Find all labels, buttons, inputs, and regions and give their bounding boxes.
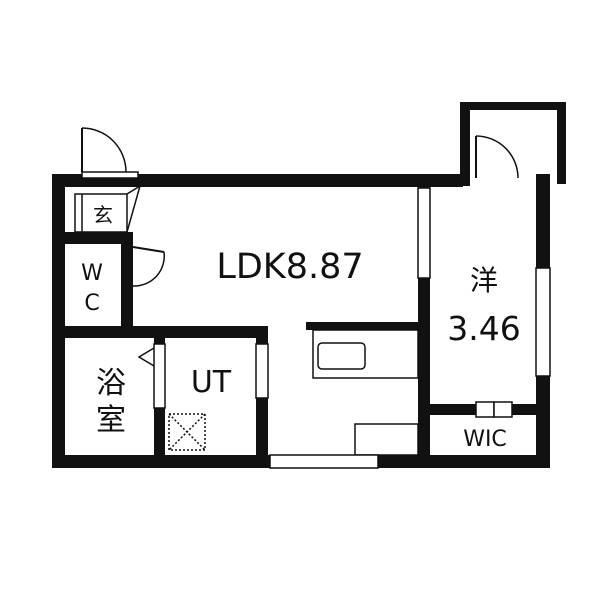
balcony-door <box>475 135 519 179</box>
bath-label-1: 浴 <box>96 366 126 401</box>
toilet-door <box>132 246 166 287</box>
entrance-door <box>81 127 139 179</box>
entrance-area <box>74 185 141 233</box>
closet-label: WIC <box>463 427 507 452</box>
toilet-label-c: C <box>84 291 99 316</box>
washer-pan <box>168 413 206 451</box>
bath-door <box>137 343 166 409</box>
bath-label-2: 室 <box>96 403 126 438</box>
western-room-label: 洋 <box>470 264 498 297</box>
kitchen-counter <box>312 329 419 456</box>
utility-label: UT <box>191 365 232 400</box>
toilet-label-w: W <box>81 261 103 286</box>
western-room-size: 3.46 <box>447 309 520 348</box>
utility-door <box>255 343 269 399</box>
entrance-label: 玄 <box>93 203 113 227</box>
windows <box>269 187 551 469</box>
ldk-label: LDK8.87 <box>216 247 363 287</box>
